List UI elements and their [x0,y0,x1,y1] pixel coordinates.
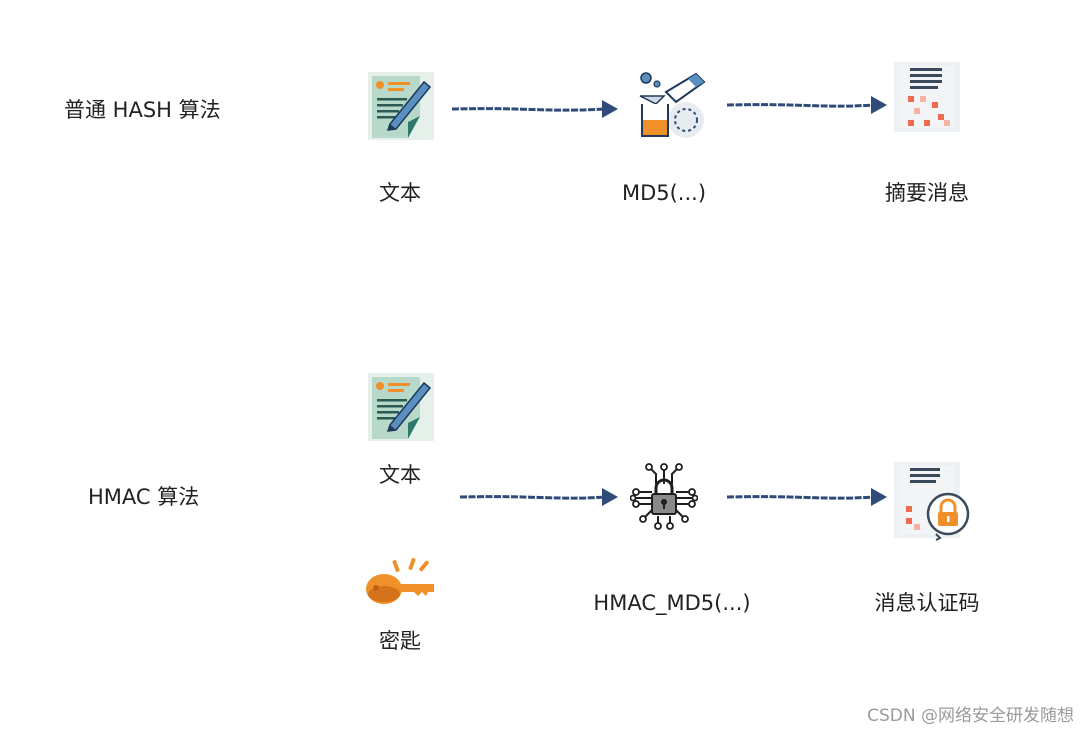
key-icon [366,557,434,604]
digest-document-icon [894,62,960,132]
hmac-key-label: 密匙 [379,629,421,653]
hash-row-title: 普通 HASH 算法 [64,98,221,122]
circuit-lock-icon [630,463,698,530]
hmac-process-label: HMAC_MD5(...) [593,591,751,615]
locked-document-icon [894,462,970,541]
document-pen-icon [368,72,434,140]
lab-flask-icon [639,72,706,138]
document-pen-icon [368,373,434,441]
arrow-text-to-md5 [452,100,618,118]
arrow-text-to-hmac [460,488,618,506]
arrow-hmac-to-mac [727,488,887,506]
hash-output-label: 摘要消息 [885,181,969,205]
hash-process-label: MD5(...) [621,181,707,205]
hash-input-label: 文本 [379,181,421,205]
watermark: CSDN @网络安全研发随想 [867,706,1074,726]
arrow-md5-to-digest [727,96,887,114]
hmac-row-title: HMAC 算法 [88,485,200,509]
hmac-input-label: 文本 [379,463,421,487]
hmac-output-label: 消息认证码 [874,591,980,615]
